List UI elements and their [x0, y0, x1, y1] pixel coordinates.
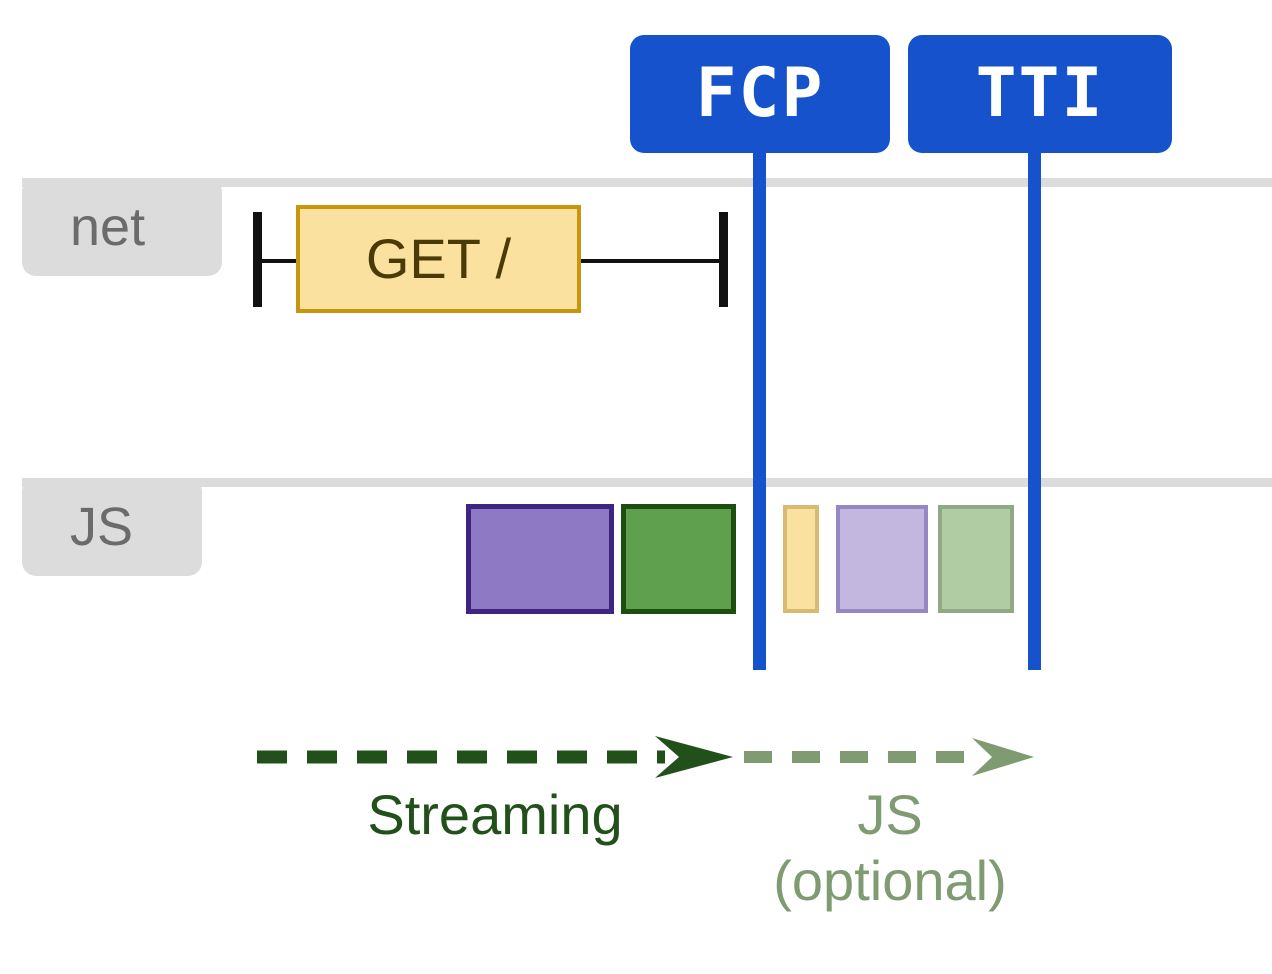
js-optional-arrow-icon: [744, 738, 1034, 776]
js-task-block-5-optional[interactable]: [938, 505, 1014, 613]
lane-label-net-text: net: [70, 197, 146, 257]
marker-line-tti: [1028, 140, 1041, 670]
request-block-get-root[interactable]: GET /: [296, 205, 581, 313]
lane-track-js: [22, 478, 1272, 487]
lane-track-net: [22, 178, 1272, 187]
js-task-block-3-optional[interactable]: [783, 505, 819, 613]
streaming-annotation-label: Streaming: [367, 783, 623, 846]
js-optional-annotation-line2: (optional): [773, 849, 1007, 913]
streaming-arrow-icon: [257, 736, 733, 778]
marker-badge-fcp-label: FCP: [695, 54, 825, 133]
request-end-cap: [719, 212, 728, 307]
js-optional-annotation-line1: JS: [857, 783, 923, 846]
js-task-block-2[interactable]: [621, 504, 736, 614]
marker-line-fcp: [753, 140, 766, 670]
request-start-cap: [253, 212, 262, 307]
marker-badge-fcp[interactable]: FCP: [630, 35, 890, 153]
lane-label-net: net: [22, 178, 222, 276]
js-task-block-4-optional[interactable]: [836, 505, 928, 613]
marker-badge-tti[interactable]: TTI: [908, 35, 1172, 153]
request-block-label: GET /: [365, 227, 512, 290]
js-optional-annotation-label: JS (optional): [700, 782, 1080, 914]
lane-label-js: JS: [22, 478, 202, 576]
js-task-block-1[interactable]: [466, 504, 614, 614]
lane-label-js-text: JS: [70, 497, 134, 557]
marker-badge-tti-label: TTI: [975, 54, 1105, 133]
